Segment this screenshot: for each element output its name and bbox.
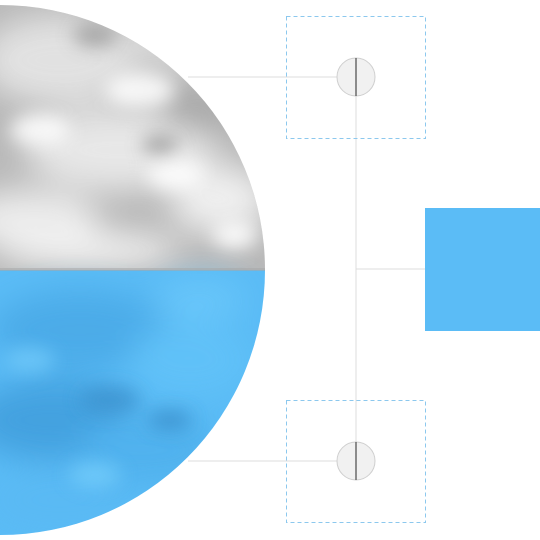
connector-lines: [188, 76, 425, 462]
dashed-frame-top: [286, 16, 426, 139]
globe-icon: [0, 5, 265, 535]
node-icon-top[interactable]: [336, 57, 376, 97]
target-square-icon[interactable]: [425, 208, 540, 331]
dashed-frames: [286, 16, 426, 523]
node-icon-bottom[interactable]: [336, 441, 376, 481]
dashed-frame-bottom: [286, 400, 426, 523]
